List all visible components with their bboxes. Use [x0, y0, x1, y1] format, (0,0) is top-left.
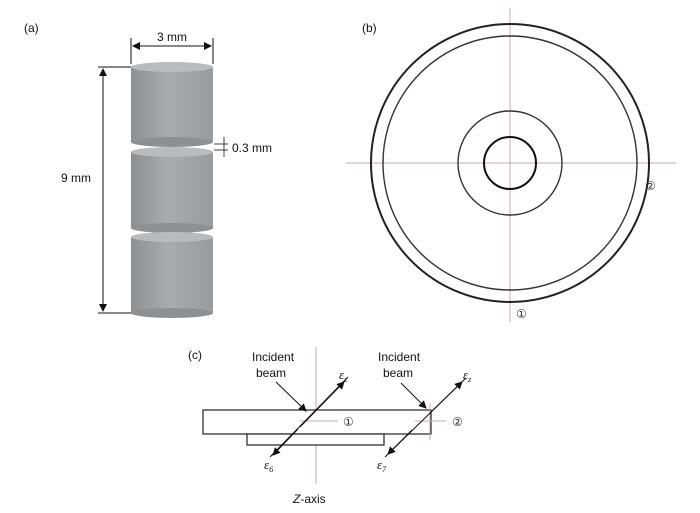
- eps-z-right-label: εz: [463, 367, 472, 384]
- panel-c: (c) Incident beam Incident beam εz εz ε6…: [188, 347, 472, 506]
- eps-z-left-label: εz: [339, 367, 348, 384]
- incident-right-line2: beam: [383, 366, 413, 380]
- diffracted-right-up-arrow: [429, 381, 463, 414]
- panel-b: (b) ② ①: [346, 8, 676, 322]
- incident-left-arrow: [275, 381, 307, 412]
- center-circle: [483, 136, 537, 190]
- diffracted-left-up-arrow: [299, 381, 345, 428]
- outer-circle: [370, 23, 650, 303]
- width-label: 3 mm: [157, 30, 187, 44]
- second-circle: [382, 35, 638, 291]
- incident-right-arrow: [400, 382, 427, 409]
- panel-a-label: (a): [24, 21, 39, 35]
- panel-c-marker-1: ①: [343, 415, 354, 429]
- height-label: 9 mm: [61, 171, 91, 185]
- cylinder-segment-middle: [131, 147, 213, 233]
- diffracted-left-down-arrow: [272, 428, 299, 456]
- cylinder-segment-top: [131, 62, 213, 147]
- substrate-plate: [246, 433, 385, 446]
- incident-left-line2: beam: [256, 366, 286, 380]
- panel-b-marker-2: ②: [645, 179, 656, 193]
- eps-7-label: ε7: [377, 457, 387, 474]
- incident-right-line1: Incident: [378, 350, 421, 364]
- sample-plate: [202, 409, 432, 435]
- diffracted-left-line: [269, 376, 349, 458]
- panel-c-label: (c): [188, 348, 202, 362]
- panel-a: (a) 3 mm 9 mm 0.: [24, 21, 272, 318]
- inner-circle: [457, 110, 563, 216]
- panel-b-marker-1: ①: [516, 307, 527, 321]
- incident-left-line1: Incident: [252, 350, 295, 364]
- panel-c-marker-2: ②: [452, 415, 463, 429]
- eps-6-label: ε6: [264, 457, 273, 474]
- diffracted-right-down-arrow: [387, 429, 413, 455]
- panel-b-label: (b): [362, 21, 377, 35]
- cylinder-segment-bottom: [131, 232, 213, 318]
- gap-label: 0.3 mm: [232, 141, 272, 155]
- z-axis-label: Z-axis: [292, 492, 326, 506]
